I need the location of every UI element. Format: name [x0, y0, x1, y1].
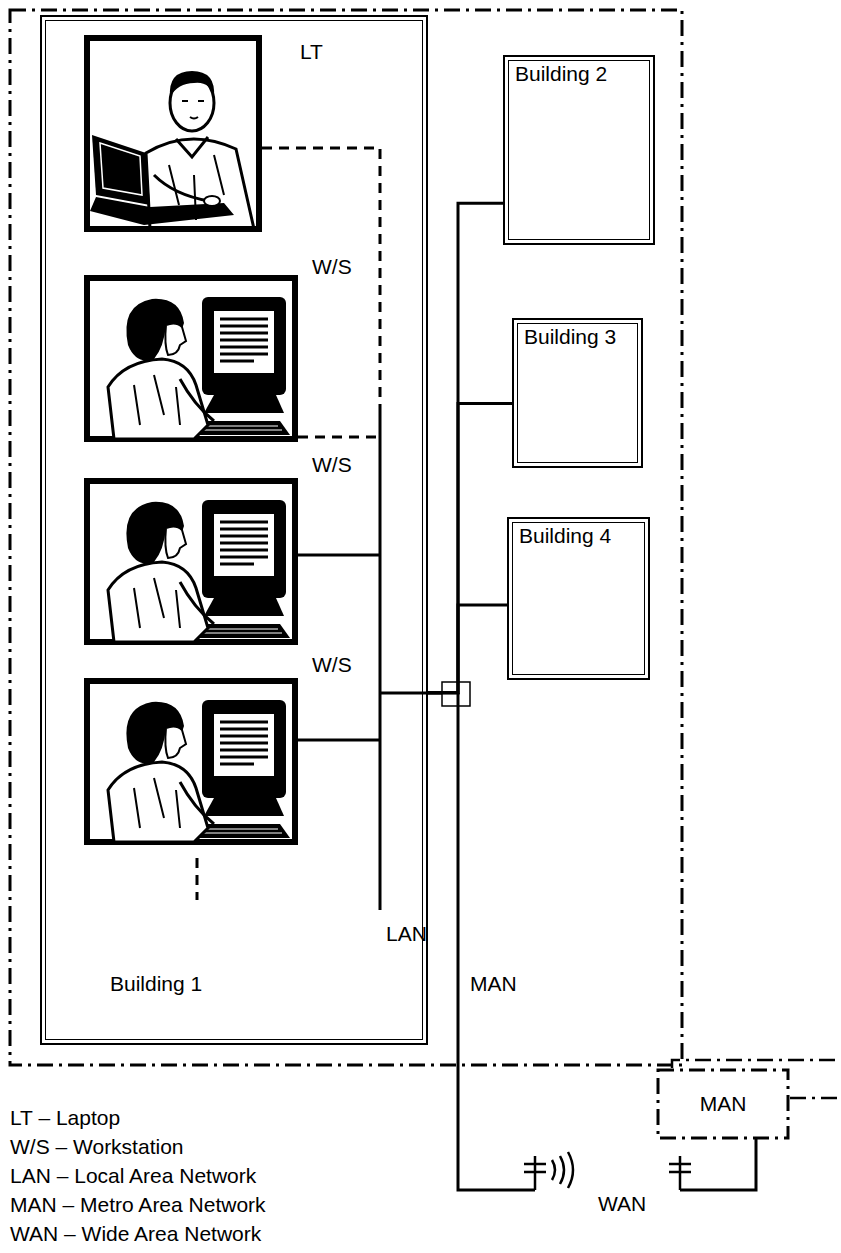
man-link: [428, 404, 512, 693]
network-label: W/S: [312, 255, 352, 279]
legend-entry: MAN – Metro Area Network: [10, 1193, 266, 1217]
node-label: Building 4: [519, 524, 611, 548]
dash-dot-outline: [10, 10, 682, 1065]
workstation-user: [87, 278, 295, 439]
man-link: [428, 605, 507, 693]
legend-entry: WAN – Wide Area Network: [10, 1222, 261, 1246]
node-label: Building 1: [110, 972, 202, 996]
network-label: LT: [300, 40, 323, 64]
workstation-user: [87, 681, 295, 842]
remote-man-outline: [672, 1060, 838, 1098]
node-label: MAN: [700, 1092, 747, 1116]
building-box: Building 1: [40, 15, 428, 1045]
man-link: [428, 203, 503, 693]
lan-wiring: [197, 148, 442, 910]
workstation-user: [87, 481, 295, 642]
building-box: Building 2: [503, 55, 655, 245]
dash-dot-outline: [658, 1070, 788, 1138]
node-label: MAN: [470, 972, 517, 996]
man-wiring: [442, 682, 535, 1190]
man-region: MAN Building 1 Building 2 Building 3 Buildin…: [10, 10, 682, 1065]
network-label: WAN: [598, 1192, 646, 1216]
remote-man-box: MAN: [658, 1070, 788, 1138]
network-label: LAN: [386, 922, 427, 946]
wan-antennas: [524, 1138, 756, 1190]
network-label: W/S: [312, 453, 352, 477]
node-label: Building 3: [524, 325, 616, 349]
network-label: W/S: [312, 653, 352, 677]
legend-entry: LAN – Local Area Network: [10, 1164, 256, 1188]
legend-entry: W/S – Workstation: [10, 1135, 184, 1159]
node-label: Building 2: [515, 62, 607, 86]
building-box: Building 4: [507, 517, 650, 680]
laptop-user: [87, 38, 259, 229]
building-box: Building 3: [512, 318, 643, 468]
legend-entry: LT – Laptop: [10, 1106, 120, 1130]
